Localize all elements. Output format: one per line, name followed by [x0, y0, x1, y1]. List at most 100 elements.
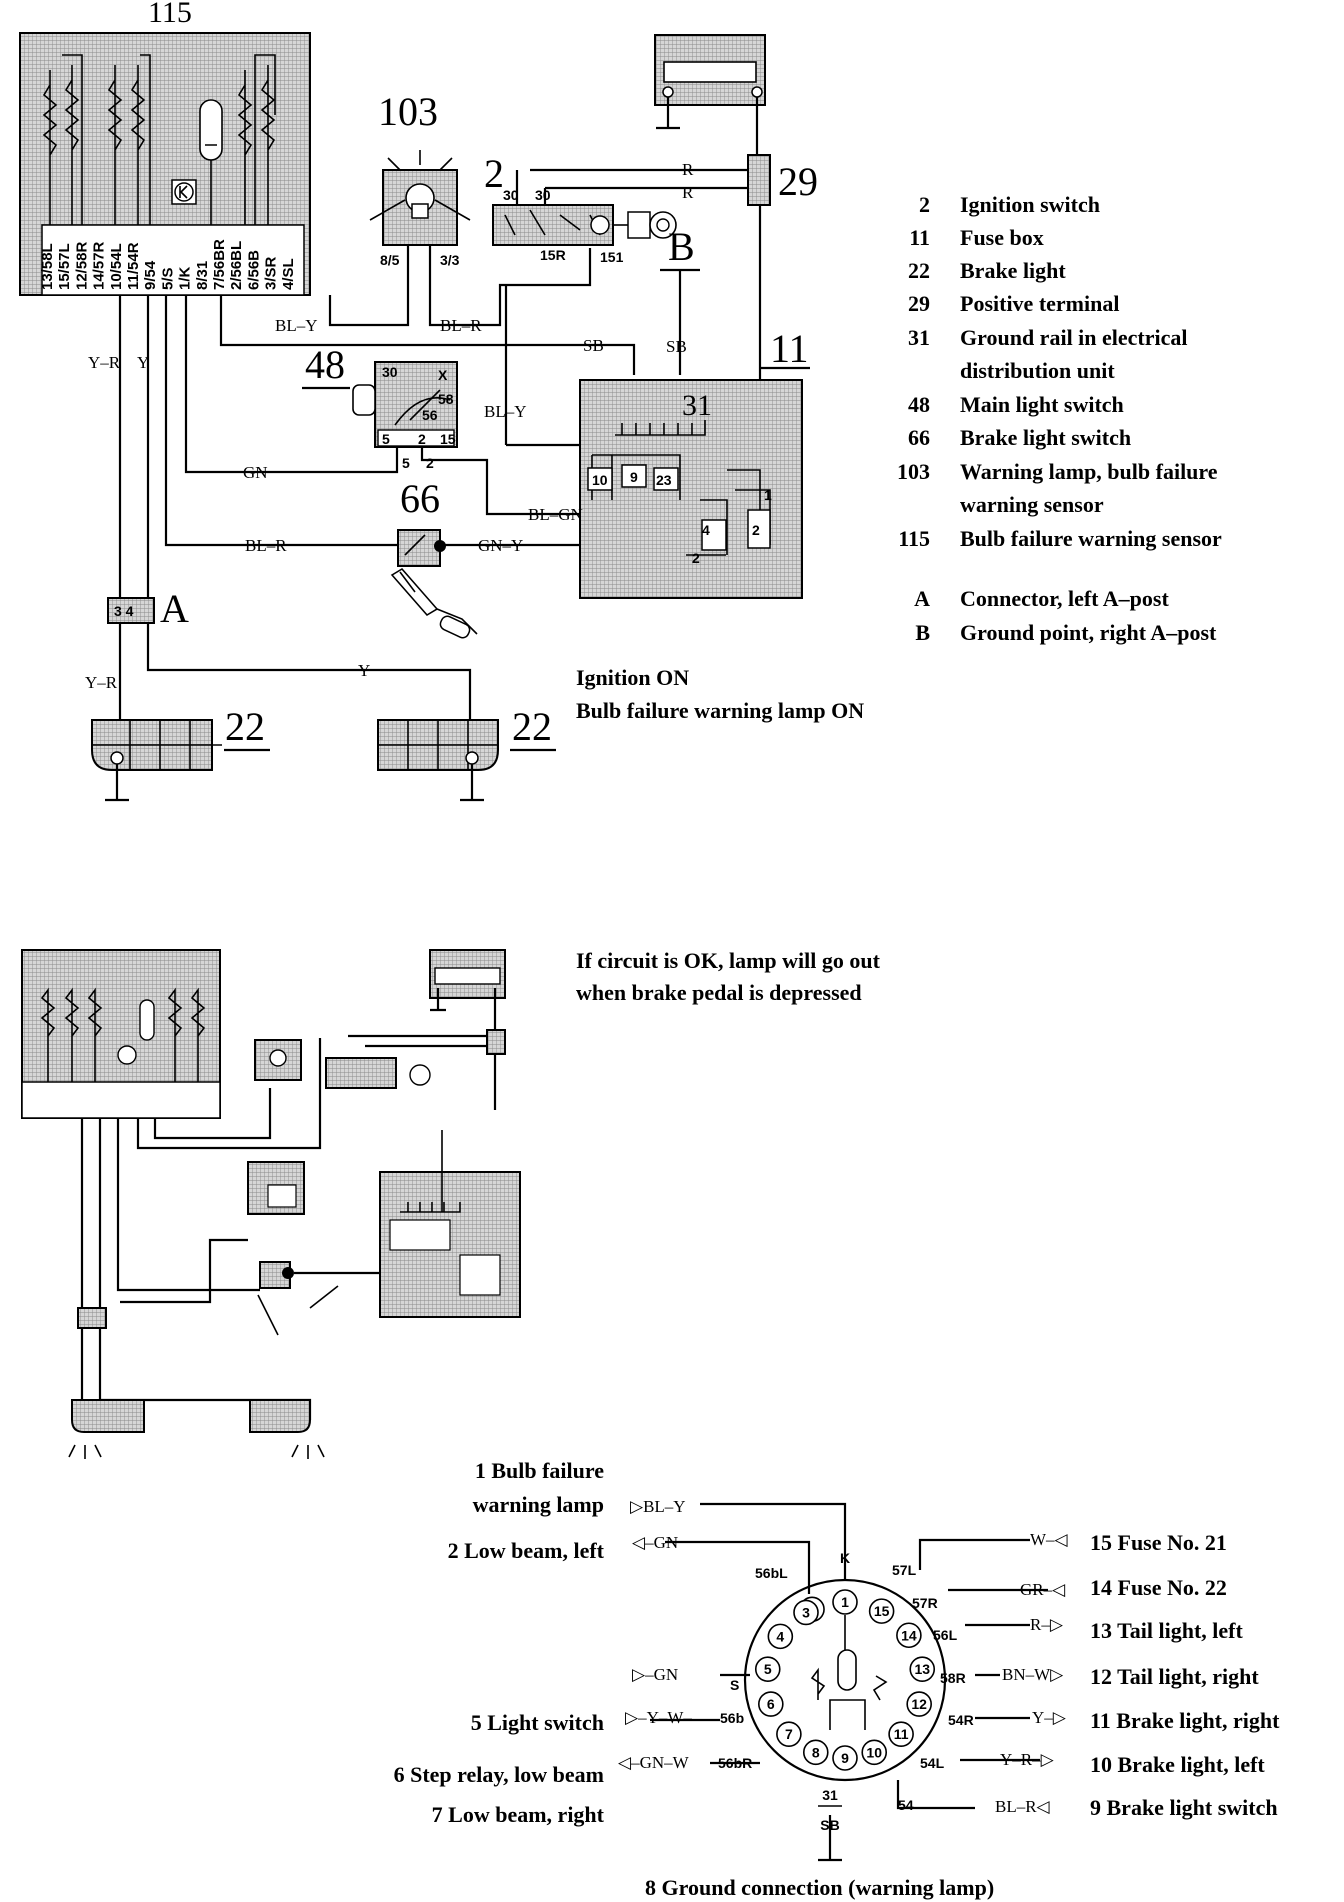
fuse-num-10: 10 [592, 472, 608, 488]
main-switch-pin-56: 56 [422, 407, 438, 423]
connector-pin-number: 11 [894, 1726, 909, 1742]
connector-text: SB [820, 1817, 839, 1833]
wire-y-r-bottom: Y–R [85, 673, 118, 692]
connector-pin [868, 1598, 895, 1624]
connector-pin-number: 1 [841, 1594, 849, 1610]
legend-text: Brake light switch [960, 425, 1131, 450]
legend-number: 29 [908, 291, 930, 316]
connector-pin [793, 1599, 819, 1626]
sensor-pin-strip [41, 224, 305, 296]
legend-text: Ground rail in electrical [960, 325, 1188, 350]
connector-texts: 1 Bulb failure warning lamp 2 Low beam, le… [394, 1458, 1281, 1900]
wire-gn-y: GN–Y [478, 536, 523, 555]
sensor-pin-label: 9/54 [142, 260, 159, 290]
connector-pin [758, 1691, 784, 1717]
connector-text: ▷–GN [632, 1665, 678, 1684]
switch-pin-151: 151 [600, 249, 624, 265]
connector-pin-number: 12 [911, 1696, 927, 1712]
connector-pin [861, 1739, 888, 1766]
connector-text: 14 Fuse No. 22 [1090, 1575, 1227, 1600]
sensor-pin-label: 7/56BR [211, 239, 228, 290]
connector-text: warning lamp [473, 1492, 604, 1517]
main-switch-pin-x: X [438, 367, 448, 383]
connector-pins: 123456789101112131415 [754, 1589, 936, 1771]
wire-bl-r-mid: BL–R [245, 536, 287, 555]
connector-text: Y–R–▷ [1000, 1750, 1055, 1769]
label-22-left: 22 [225, 704, 265, 749]
positive-terminal-29 [747, 154, 771, 206]
connector-a-pins: 3 4 [114, 603, 134, 619]
sensor-pin-label: 6/56B [245, 250, 262, 290]
connector-text: 8 Ground connection (warning lamp) [645, 1875, 994, 1900]
connector-text: 56bL [755, 1565, 788, 1581]
connector-pin [832, 1589, 858, 1615]
switch-pin-30a: 30 [503, 187, 519, 203]
legend-text: Fuse box [960, 225, 1044, 250]
connector-text: 54R [948, 1712, 974, 1728]
connector-internals [810, 1615, 888, 1730]
connector-text: 1 Bulb failure [475, 1458, 604, 1483]
connector-text: 2 Low beam, left [448, 1538, 605, 1563]
connector-pin-number: 10 [866, 1744, 882, 1760]
connector-text: S [730, 1677, 739, 1693]
connector-text: 54 [898, 1797, 914, 1813]
sensor-pin-label: 8/31 [194, 261, 211, 290]
battery-terminal-pos [751, 86, 763, 98]
connector-pin-number: 14 [901, 1627, 917, 1643]
connector-pin-number: 13 [914, 1661, 930, 1677]
wire-bl-y-mid: BL–Y [484, 402, 527, 421]
main-switch-pin-30: 30 [382, 364, 398, 380]
lamp-pin-left: 8/5 [380, 252, 400, 268]
label-2: 2 [484, 151, 504, 196]
switch-pin-15r: 15R [540, 247, 566, 263]
warning-lamp-symbol [369, 150, 471, 221]
legend-text: Brake light [960, 258, 1066, 283]
sensor-coils [42, 54, 276, 225]
wire-sb-top: SB [583, 336, 604, 355]
legend-number: 103 [897, 459, 930, 484]
connector-text: 56bR [718, 1755, 752, 1771]
connector-pin-number: 7 [785, 1726, 793, 1742]
wire-y-bottom: Y [358, 661, 370, 680]
connector-pin [754, 1656, 781, 1682]
circuit-note-line-2: when brake pedal is depressed [576, 980, 862, 1005]
connector-text: ◁–GN–W [618, 1753, 690, 1772]
main-switch-pin-5b: 5 [402, 455, 410, 471]
label-29: 29 [778, 159, 818, 204]
sensor-pin-label: 12/58R [73, 241, 90, 290]
connector-text: 6 Step relay, low beam [394, 1762, 604, 1787]
legend-text: distribution unit [960, 358, 1115, 383]
main-switch-symbol [352, 384, 455, 447]
connector-text: 58R [940, 1670, 966, 1686]
connector-text: 11 Brake light, right [1090, 1708, 1280, 1733]
legend-number: 31 [908, 325, 930, 350]
connector-text: ▷BL–Y [630, 1497, 686, 1516]
ignition-switch-symbol [504, 209, 677, 239]
connector-text: 57L [892, 1562, 917, 1578]
connector-pin-number: 4 [776, 1628, 784, 1644]
fuse-num-1: 1 [764, 487, 772, 503]
legend-text: Main light switch [960, 392, 1124, 417]
connector-text: W–◁ [1030, 1530, 1069, 1549]
fuse-box-internals [587, 454, 771, 556]
legend-letter-text: Ground point, right A–post [960, 620, 1217, 645]
wire-bl-y-top: BL–Y [275, 316, 318, 335]
fuse-num-4: 4 [702, 522, 710, 538]
fuse-num-9: 9 [630, 469, 638, 485]
battery-terminal-neg [662, 86, 674, 98]
circuit-note-line-1: If circuit is OK, lamp will go out [576, 948, 881, 973]
fuse-num-2b: 2 [692, 550, 700, 566]
connector-text: 57R [912, 1595, 938, 1611]
connector-pin-number: 9 [841, 1750, 849, 1766]
connector-text: BN–W▷ [1002, 1665, 1064, 1684]
connector-leads [650, 1502, 1048, 1862]
connector-text: 12 Tail light, right [1090, 1664, 1259, 1689]
legend-text: Bulb failure warning sensor [960, 526, 1222, 551]
status-line-1: Ignition ON [576, 665, 689, 690]
connector-pin [832, 1745, 858, 1771]
label-11: 11 [770, 326, 809, 371]
legend-number: 11 [909, 225, 930, 250]
